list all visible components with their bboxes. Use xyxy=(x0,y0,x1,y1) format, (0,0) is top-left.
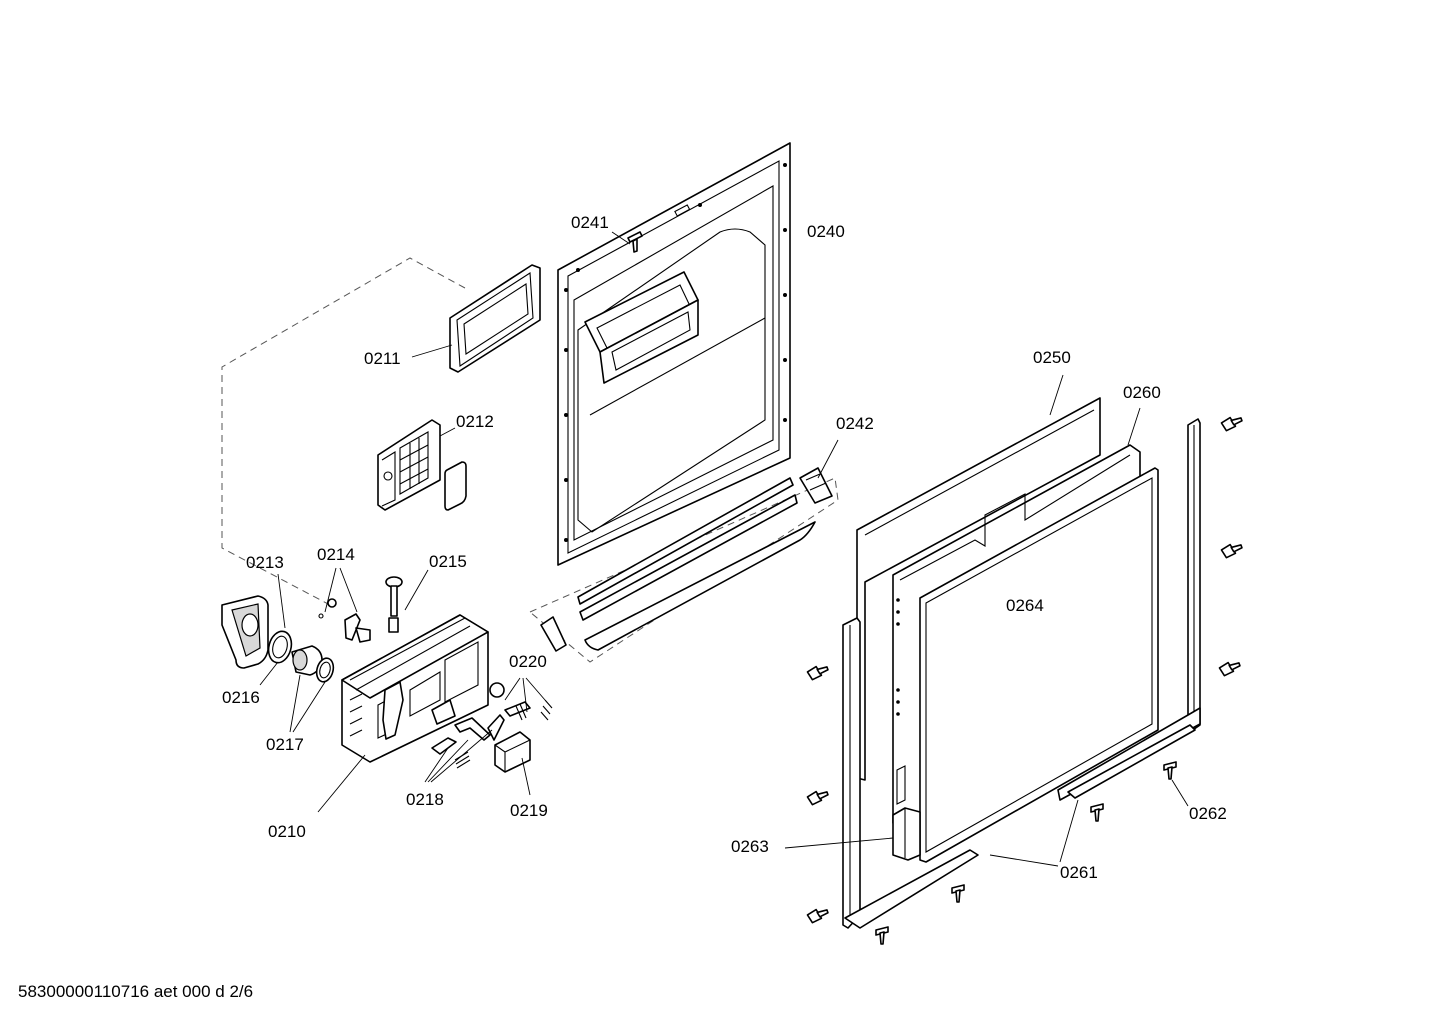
knob-assembly xyxy=(291,645,335,683)
spring-clip-parts xyxy=(318,598,371,643)
bottom-trim-0261 xyxy=(844,724,1196,929)
dispenser-cover xyxy=(221,595,269,669)
part-labels: 0241 0240 0211 0212 0250 0260 0242 0213 … xyxy=(222,213,1227,882)
ball-and-springs xyxy=(489,682,553,721)
label-0213: 0213 xyxy=(246,553,284,572)
label-0212: 0212 xyxy=(456,412,494,431)
label-0242: 0242 xyxy=(836,414,874,433)
lever-parts xyxy=(431,714,505,769)
label-0217: 0217 xyxy=(266,735,304,754)
decor-panel-0264 xyxy=(919,467,1159,863)
label-0214: 0214 xyxy=(317,545,355,564)
label-0262: 0262 xyxy=(1189,804,1227,823)
window-seal xyxy=(449,264,541,373)
label-0216: 0216 xyxy=(222,688,260,707)
gasket-ring xyxy=(267,630,293,664)
label-0260: 0260 xyxy=(1123,383,1161,402)
dosing-block xyxy=(494,731,531,773)
label-0261: 0261 xyxy=(1060,863,1098,882)
label-0220: 0220 xyxy=(509,652,547,671)
actuator-pin xyxy=(385,576,403,633)
screw-0241 xyxy=(627,231,643,253)
label-0210: 0210 xyxy=(268,822,306,841)
label-0263: 0263 xyxy=(731,837,769,856)
filter-grid-part xyxy=(377,419,467,511)
side-rail-left xyxy=(842,617,861,929)
detergent-dispenser xyxy=(341,614,489,763)
label-0264: 0264 xyxy=(1006,596,1044,615)
label-0240: 0240 xyxy=(807,222,845,241)
label-0218: 0218 xyxy=(406,790,444,809)
label-0241: 0241 xyxy=(571,213,609,232)
leader-lines xyxy=(259,231,1189,867)
label-0215: 0215 xyxy=(429,552,467,571)
label-0250: 0250 xyxy=(1033,348,1071,367)
label-0211: 0211 xyxy=(364,349,401,368)
hinge-rail-assembly xyxy=(529,467,839,663)
inner-door-panel xyxy=(557,142,791,566)
side-rail-right xyxy=(1057,418,1201,801)
assembly-outline xyxy=(221,257,466,606)
drawing-reference: 58300000110716 aet 000 d 2/6 xyxy=(18,982,253,1001)
screw-set xyxy=(806,416,1243,945)
bracket-0263 xyxy=(892,807,921,861)
label-0219: 0219 xyxy=(510,801,548,820)
